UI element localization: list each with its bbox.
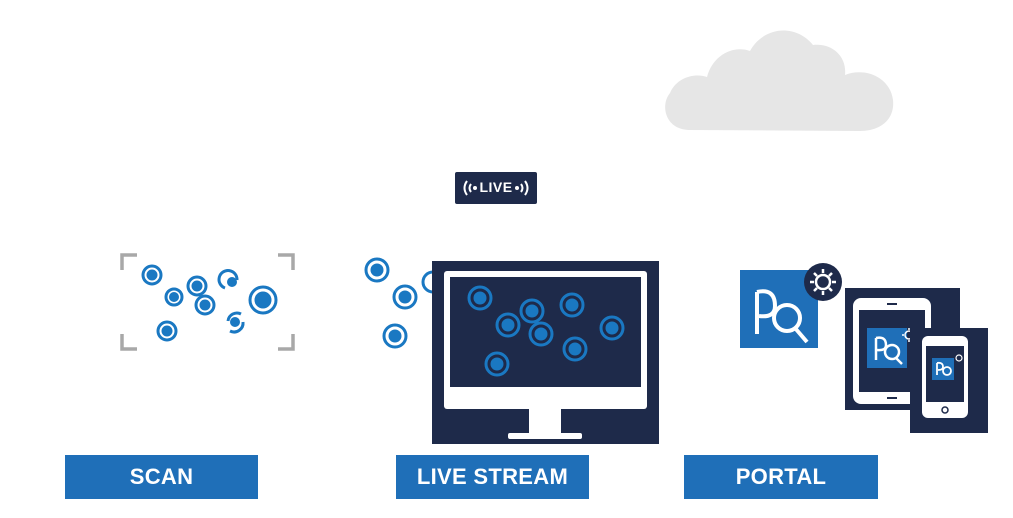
step-label-portal: PORTAL (684, 455, 878, 499)
phone-device-icon (910, 328, 988, 433)
cloud-icon (665, 30, 894, 131)
streaming-cells-illustration (364, 257, 445, 349)
broadcast-waves-right-icon (515, 180, 529, 196)
live-badge: LIVE (455, 172, 537, 204)
live-badge-text: LIVE (479, 179, 513, 195)
step-label-scan: SCAN (65, 455, 258, 499)
scan-viewport-illustration (120, 253, 295, 351)
step-label-live-stream: LIVE STREAM (396, 455, 589, 499)
broadcast-waves-left-icon (463, 180, 477, 196)
portal-app-logo-icon (740, 263, 842, 348)
monitor-illustration (432, 261, 659, 444)
